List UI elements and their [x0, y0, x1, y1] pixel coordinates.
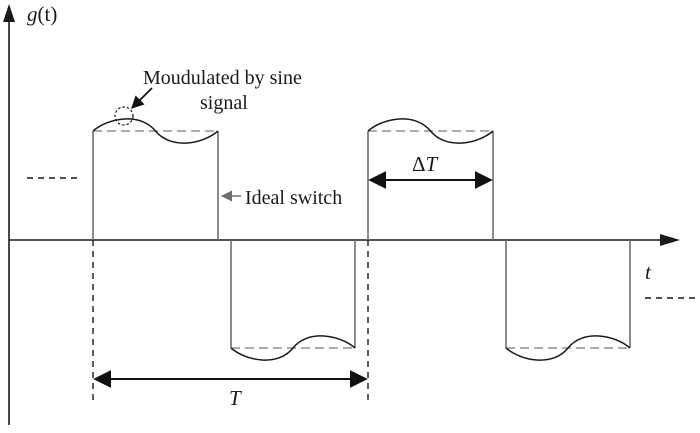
ideal-switch-label: Ideal switch: [245, 187, 342, 209]
modulation-highlight-circle: [114, 106, 134, 126]
y-axis-label-g: g: [27, 2, 38, 26]
x-axis-arrowhead: [660, 234, 680, 246]
y-axis-label: g(t): [27, 2, 57, 26]
positive-pulse-1: [92, 118, 219, 240]
modulation-arrow: [131, 87, 153, 109]
modulation-label-line1: Moudulated by sine: [143, 67, 302, 89]
x-axis-label: t: [645, 260, 652, 284]
delta-t-symbol: T: [426, 152, 439, 176]
delta-symbol: Δ: [412, 152, 426, 176]
positive-pulse-2: [367, 118, 494, 240]
delta-t-label: ΔT: [412, 152, 439, 176]
negative-pulse-2: [505, 240, 631, 361]
y-axis-arrowhead: [3, 4, 15, 22]
period-label: T: [229, 386, 242, 410]
modulation-label-line2: signal: [200, 92, 248, 114]
negative-pulse-1: [230, 240, 356, 361]
y-axis-label-arg: (t): [38, 2, 58, 26]
